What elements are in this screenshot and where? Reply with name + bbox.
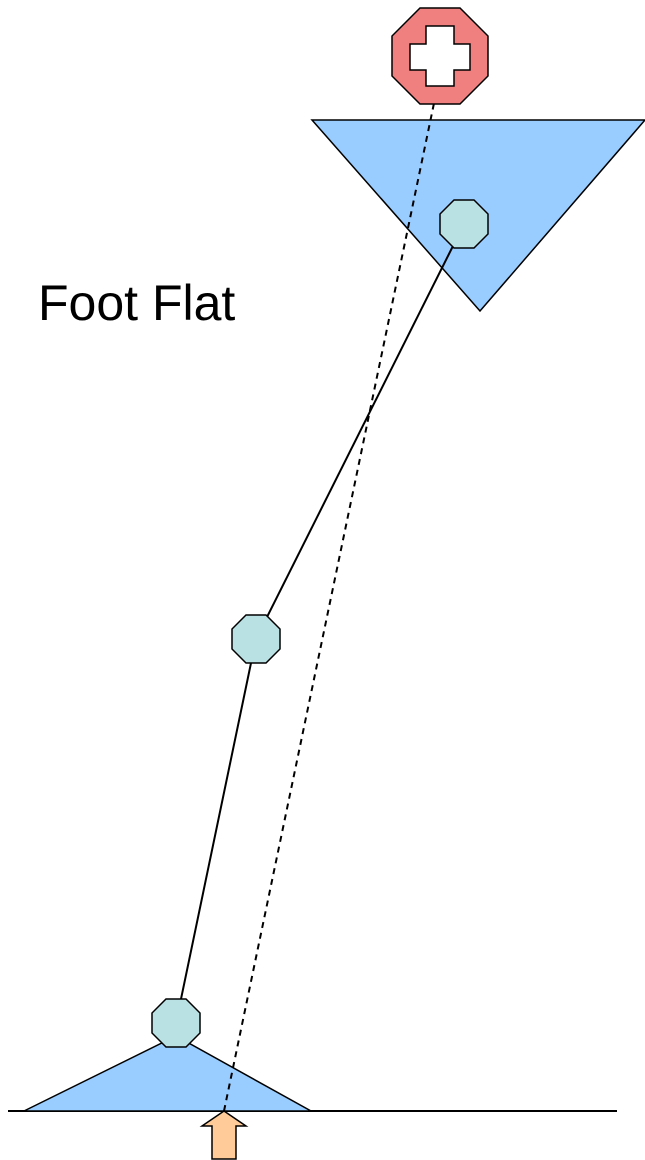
phase-title: Foot Flat [38, 275, 236, 331]
arrow-up-icon [199, 1110, 249, 1160]
knee-joint-icon [231, 614, 281, 664]
foot-segment [23, 1035, 314, 1112]
thigh-line [255, 223, 465, 640]
shank-line [175, 638, 257, 1024]
ankle-joint-icon [151, 998, 201, 1048]
hip-joint-icon [439, 199, 489, 249]
octagon-cross-icon [391, 7, 489, 105]
line-of-action [223, 83, 439, 1112]
